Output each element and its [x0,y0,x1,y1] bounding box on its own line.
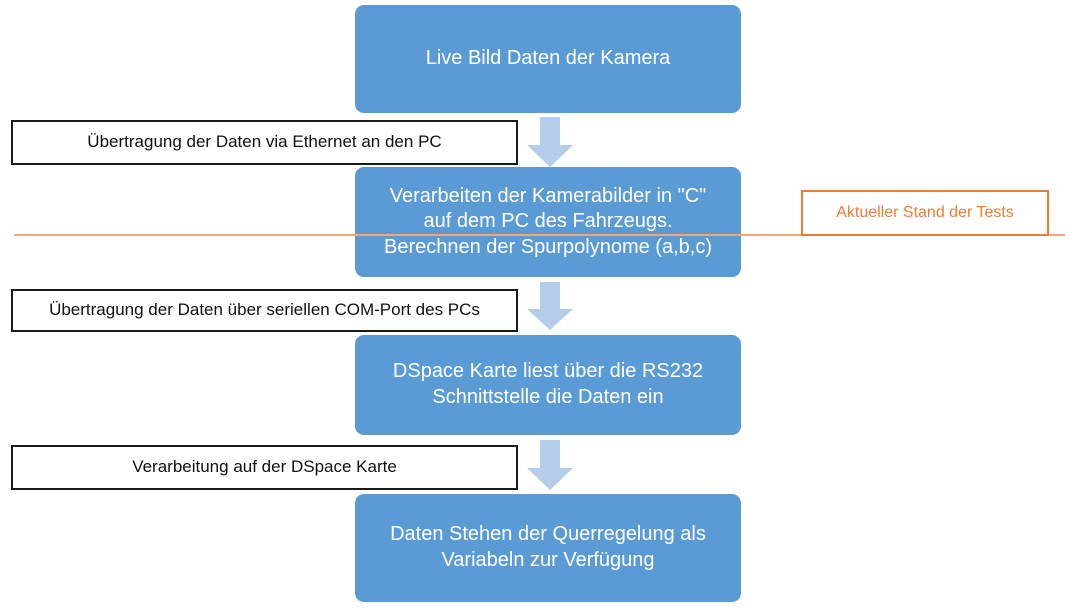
process-box-process-in-c-line3: Berechnen der Spurpolynome (a,b,c) [384,235,712,258]
arrow-down-icon-2 [527,282,573,330]
current-status-divider-line [14,234,1065,236]
process-box-process-in-c[interactable]: Verarbeiten der Kamerabilder in "C" auf … [355,167,741,277]
process-box-camera-live-data-label: Live Bild Daten der Kamera [425,47,671,70]
process-box-dspace-read[interactable]: DSpace Karte liest über die RS232 Schnit… [355,335,741,435]
process-box-dspace-read-line2: Schnittstelle die Daten ein [432,386,664,408]
callout-current-test-status[interactable]: Aktueller Stand der Tests [801,190,1049,236]
process-box-dspace-read-line1: DSpace Karte liest über die RS232 [392,360,704,383]
label-box-transfer-ethernet-text: Übertragung der Daten via Ethernet an de… [87,132,442,152]
label-box-process-on-dspace-text: Verarbeitung auf der DSpace Karte [132,457,397,477]
label-box-transfer-com-port-text: Übertragung der Daten über seriellen COM… [49,300,480,320]
label-box-transfer-ethernet[interactable]: Übertragung der Daten via Ethernet an de… [11,120,518,165]
arrow-down-icon-3 [527,440,573,490]
process-box-data-available-line2: Variabeln zur Verfügung [441,549,655,571]
process-box-data-available[interactable]: Daten Stehen der Querregelung als Variab… [355,494,741,602]
process-box-data-available-line1: Daten Stehen der Querregelung als [390,523,706,546]
process-box-process-in-c-line2: auf dem PC des Fahrzeugs. [423,210,673,233]
label-box-transfer-com-port[interactable]: Übertragung der Daten über seriellen COM… [11,289,518,332]
label-box-process-on-dspace[interactable]: Verarbeitung auf der DSpace Karte [11,445,518,490]
process-box-process-in-c-line1: Verarbeiten der Kamerabilder in "C" [389,184,707,207]
callout-current-test-status-label: Aktueller Stand der Tests [836,204,1014,222]
process-box-camera-live-data[interactable]: Live Bild Daten der Kamera [355,5,741,113]
arrow-down-icon-1 [527,117,573,167]
